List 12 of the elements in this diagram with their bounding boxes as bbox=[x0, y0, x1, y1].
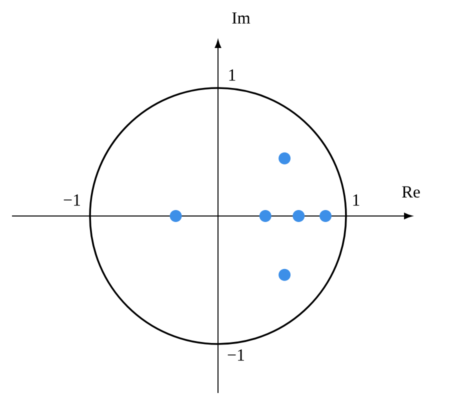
axis-label: Re bbox=[402, 186, 420, 198]
axis-label: 1 bbox=[229, 69, 236, 81]
point bbox=[278, 268, 291, 281]
axis-label: −1 bbox=[228, 349, 244, 361]
axis-label: Im bbox=[232, 12, 250, 24]
point bbox=[292, 210, 305, 222]
point bbox=[170, 210, 182, 222]
axis-label: −1 bbox=[64, 194, 80, 206]
point bbox=[320, 210, 332, 222]
axis-label: 1 bbox=[353, 194, 360, 206]
point bbox=[278, 152, 291, 164]
point bbox=[259, 210, 272, 222]
